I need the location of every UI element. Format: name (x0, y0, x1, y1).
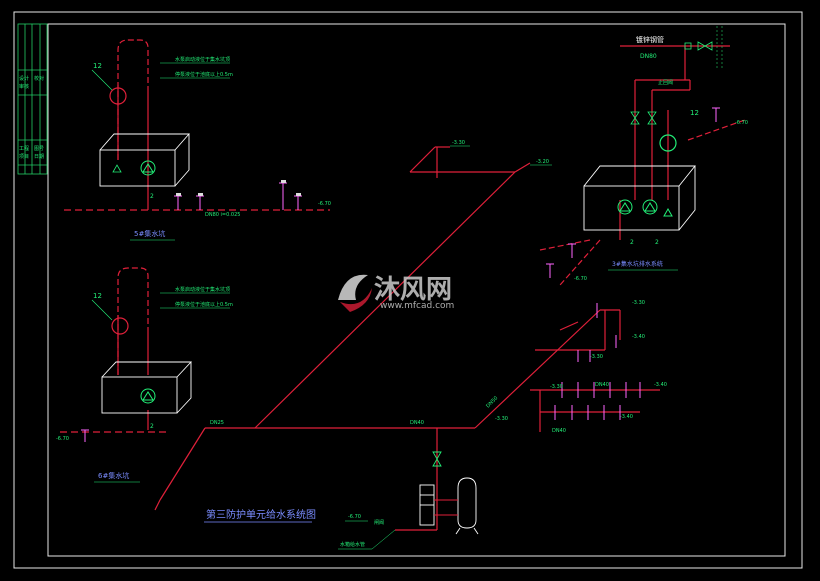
pump-set-piping (434, 499, 458, 516)
watermark-logo-icon (338, 274, 372, 312)
drawing-title: 第三防护单元给水系统图 (206, 508, 316, 521)
unit3-pumps-icon (617, 199, 673, 217)
inner-frame (47, 23, 786, 557)
unit3-dn80: DN80 (640, 53, 657, 60)
main-supply-piping (154, 146, 660, 531)
watermark: 沐风网 www.mfcad.com (338, 274, 454, 312)
unit6-system: 12 水泵启动液位于集水坑顶 停泵液位于池底以上0.5m 2 -6.70 6#集… (56, 267, 233, 483)
title-block-text: 设计 审核 校对 工程 项目 图号 日期 (19, 75, 44, 160)
svg-text:校对: 校对 (34, 75, 44, 82)
unit5-system: 12 水泵启动液位于集水坑顶 停泵液位于池底以上0.5m 2 DN80 i=0.… (64, 39, 331, 241)
svg-text:图号: 图号 (34, 146, 44, 152)
unit3-check-valve: 止回阀 (658, 79, 673, 86)
unit3-elev: -6.70 (735, 120, 748, 126)
unit3-name: 3#集水坑排水系统 (612, 260, 663, 268)
unit5-level-icon (112, 164, 122, 173)
elev-label-9: -3.30 (590, 354, 603, 360)
unit6-pit-box (101, 361, 193, 414)
dn25-label: DN25 (210, 420, 224, 426)
unit6-name: 6#集水坑 (98, 471, 129, 480)
svg-text:审核: 审核 (19, 83, 29, 90)
unit6-note-1: 水泵启动液位于集水坑顶 (175, 286, 230, 293)
unit5-note-1: 水泵启动液位于集水坑顶 (175, 56, 230, 63)
water-meter-label: 水箱给水管 (340, 541, 365, 548)
pressure-tank (455, 477, 479, 535)
unit6-pump-symbol-icon (140, 388, 156, 404)
elev-label-8: -3.40 (632, 334, 645, 340)
central-annotations: -3.30 -3.20 DN25 DN40 DN40 DN40 DN50 -3.… (210, 140, 667, 550)
unit3-pit-tag-b: 2 (655, 239, 659, 246)
unit6-fixture (81, 429, 89, 442)
unit3-riser (716, 26, 723, 70)
unit5-pit-box (99, 133, 190, 187)
svg-text:工程: 工程 (19, 145, 29, 152)
unit3-valves-icon (630, 41, 713, 125)
gate-valve-label: 闸阀 (374, 519, 384, 526)
elev-label-1: -3.30 (452, 140, 465, 146)
unit5-fixtures (174, 182, 302, 210)
unit5-pump-symbol-icon (140, 160, 156, 176)
outer-frame (13, 11, 803, 569)
svg-text:日期: 日期 (34, 154, 44, 160)
branch-fixtures (554, 303, 641, 420)
unit5-elev: -6.70 (318, 201, 331, 207)
unit3-pit-box (583, 165, 696, 231)
unit3-pipe-material: 镀锌钢管 (636, 35, 664, 44)
unit5-pipe-label: DN80 i=0.025 (205, 212, 240, 218)
unit5-pit-tag: 2 (150, 193, 154, 200)
unit6-pump-tag: 12 (93, 292, 102, 300)
unit6-pump-icon (111, 317, 129, 335)
unit5-name: 5#集水坑 (134, 229, 165, 238)
dn40-label-c: DN40 (552, 428, 566, 434)
unit5-pump-tag: 12 (93, 62, 102, 70)
unit3-pump-tag: 12 (690, 109, 699, 117)
title-block (17, 23, 48, 175)
elev-label-13: -3.30 (495, 416, 508, 422)
elev-label-11: -3.40 (654, 382, 667, 388)
elev-label-12: -3.40 (620, 414, 633, 420)
elev-label-7: -3.30 (632, 300, 645, 306)
unit5-note-2: 停泵液位于池底以上0.5m (175, 71, 233, 78)
unit3-fixtures (546, 107, 720, 278)
dn40-label-a: DN40 (410, 420, 424, 426)
svg-text:项目: 项目 (19, 154, 29, 160)
watermark-brand: 沐风网 (374, 275, 452, 305)
valve-icon (432, 451, 442, 467)
pump-set (419, 484, 435, 526)
unit3-pit-tag-a: 2 (630, 239, 634, 246)
unit3-system: 镀锌钢管 DN80 止回阀 12 2 2 -6.70 -6.70 3#集水坑排水… (539, 26, 748, 286)
unit6-pit-tag: 2 (150, 423, 154, 430)
elev-label-10: -3.30 (550, 384, 563, 390)
unit5-pump-icon (109, 87, 127, 105)
svg-text:设计: 设计 (19, 75, 29, 82)
dn40-label-b: DN40 (595, 382, 609, 388)
elev-label-14: -6.70 (348, 514, 361, 520)
unit3-pump-icon (659, 134, 677, 152)
watermark-url: www.mfcad.com (380, 301, 454, 311)
elev-label-2: -3.20 (536, 159, 549, 165)
unit3-elev-2: -6.70 (574, 276, 587, 282)
unit6-elev: -6.70 (56, 436, 69, 442)
unit6-note-2: 停泵液位于池底以上0.5m (175, 301, 233, 308)
